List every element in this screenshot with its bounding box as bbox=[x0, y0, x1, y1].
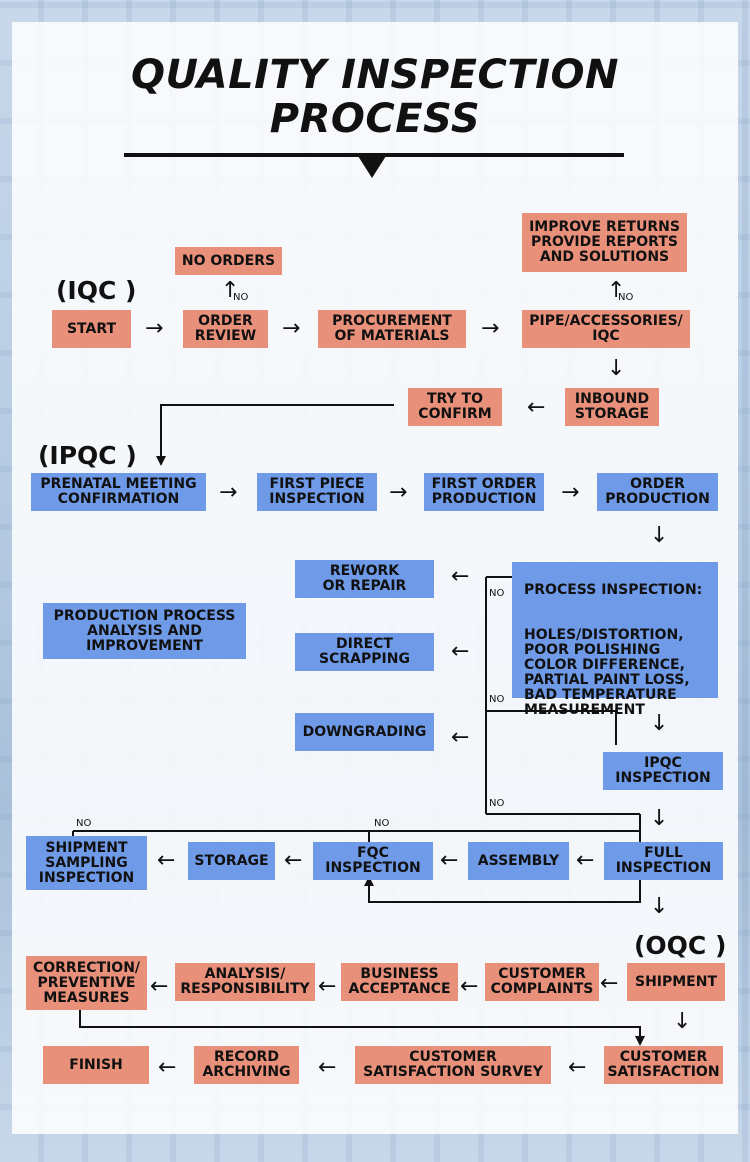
arrow-left: ← bbox=[150, 974, 169, 999]
arrow-left: ← bbox=[157, 848, 176, 873]
title-line-2: PROCESS bbox=[269, 96, 481, 142]
box-direct-scrapping: DIRECT SCRAPPING bbox=[295, 633, 434, 671]
title-line-1: QUALITY INSPECTION bbox=[130, 52, 619, 98]
no-label: NO bbox=[489, 694, 505, 705]
box-record-archiving: RECORD ARCHIVING bbox=[194, 1046, 299, 1084]
arrow-right: → bbox=[219, 480, 238, 505]
box-customer-complaints: CUSTOMER COMPLAINTS bbox=[485, 963, 599, 1001]
arrow-left: ← bbox=[451, 564, 470, 589]
arrow-left: ← bbox=[451, 725, 470, 750]
box-first-piece-inspection: FIRST PIECE INSPECTION bbox=[257, 473, 377, 511]
box-order-review: ORDER REVIEW bbox=[183, 310, 268, 348]
title-underline bbox=[124, 153, 624, 157]
box-procurement: PROCUREMENT OF MATERIALS bbox=[318, 310, 466, 348]
box-assembly: ASSEMBLY bbox=[468, 842, 569, 880]
box-improve-returns: IMPROVE RETURNS PROVIDE REPORTS AND SOLU… bbox=[522, 213, 687, 272]
no-label: NO bbox=[489, 588, 505, 599]
box-customer-satisfaction-survey: CUSTOMER SATISFACTION SURVEY bbox=[355, 1046, 551, 1084]
process-inspection-items: HOLES/DISTORTION, POOR POLISHING COLOR D… bbox=[524, 627, 690, 718]
box-prenatal-meeting: PRENATAL MEETING CONFIRMATION bbox=[31, 473, 206, 511]
box-inbound-storage: INBOUND STORAGE bbox=[565, 388, 659, 426]
box-ipqc-inspection: IPQC INSPECTION bbox=[603, 752, 723, 790]
box-first-order-production: FIRST ORDER PRODUCTION bbox=[424, 473, 544, 511]
box-pipe-iqc: PIPE/ACCESSORIES/ IQC bbox=[522, 310, 690, 348]
box-correction-preventive-measures: CORRECTION/ PREVENTIVE MEASURES bbox=[26, 956, 147, 1010]
no-label: NO bbox=[76, 818, 92, 829]
arrow-left: ← bbox=[158, 1055, 177, 1080]
no-label: NO bbox=[489, 798, 505, 809]
process-inspection-title: PROCESS INSPECTION: bbox=[524, 582, 703, 598]
box-rework-or-repair: REWORK OR REPAIR bbox=[295, 560, 434, 598]
box-no-orders: NO ORDERS bbox=[175, 247, 282, 275]
arrow-down: ↓ bbox=[650, 711, 669, 736]
stage-label-ipqc: (IPQC ) bbox=[38, 441, 137, 470]
box-production-process-analysis: PRODUCTION PROCESS ANALYSIS AND IMPROVEM… bbox=[43, 603, 246, 659]
arrow-left: ← bbox=[600, 971, 619, 996]
arrow-right: → bbox=[145, 316, 164, 341]
arrow-right: → bbox=[561, 480, 580, 505]
box-try-to-confirm: TRY TO CONFIRM bbox=[408, 388, 502, 426]
arrow-left: ← bbox=[460, 974, 479, 999]
box-start: START bbox=[52, 310, 131, 348]
box-business-acceptance: BUSINESS ACCEPTANCE bbox=[341, 963, 458, 1001]
no-label: NO bbox=[618, 292, 634, 303]
arrow-left: ← bbox=[318, 1055, 337, 1080]
arrow-down: ↓ bbox=[650, 523, 669, 548]
arrow-left: ← bbox=[568, 1055, 587, 1080]
arrow-up-no-orders: ↑ bbox=[221, 278, 240, 303]
box-full-inspection: FULL INSPECTION bbox=[604, 842, 723, 880]
box-storage: STORAGE bbox=[188, 842, 275, 880]
arrow-left: ← bbox=[451, 639, 470, 664]
arrow-left: ← bbox=[440, 848, 459, 873]
arrow-down: ↓ bbox=[607, 356, 626, 381]
no-label: NO bbox=[374, 818, 390, 829]
box-shipment-sampling-inspection: SHIPMENT SAMPLING INSPECTION bbox=[26, 836, 147, 890]
arrow-down: ↓ bbox=[673, 1009, 692, 1034]
stage-label-iqc: (IQC ) bbox=[56, 276, 137, 305]
no-label: NO bbox=[233, 292, 249, 303]
arrow-right: → bbox=[481, 316, 500, 341]
box-shipment: SHIPMENT bbox=[627, 963, 725, 1001]
stage-label-oqc: (OQC ) bbox=[634, 931, 727, 960]
arrow-left: ← bbox=[527, 395, 546, 420]
arrow-right: → bbox=[282, 316, 301, 341]
box-order-production: ORDER PRODUCTION bbox=[597, 473, 718, 511]
box-process-inspection: PROCESS INSPECTION: HOLES/DISTORTION, PO… bbox=[512, 562, 718, 718]
arrow-right: → bbox=[389, 480, 408, 505]
arrow-up: ↑ bbox=[607, 278, 626, 303]
arrow-down: ↓ bbox=[650, 894, 669, 919]
arrow-left: ← bbox=[284, 848, 303, 873]
arrow-down: ↓ bbox=[650, 806, 669, 831]
box-finish: FINISH bbox=[43, 1046, 149, 1084]
arrow-left: ← bbox=[576, 848, 595, 873]
box-fqc-inspection: FQC INSPECTION bbox=[313, 842, 433, 880]
box-customer-satisfaction: CUSTOMER SATISFACTION bbox=[604, 1046, 723, 1084]
title-pointer-triangle bbox=[358, 156, 386, 178]
arrow-left: ← bbox=[318, 974, 337, 999]
box-downgrading: DOWNGRADING bbox=[295, 713, 434, 751]
box-analysis-responsibility: ANALYSIS/ RESPONSIBILITY bbox=[175, 963, 315, 1001]
